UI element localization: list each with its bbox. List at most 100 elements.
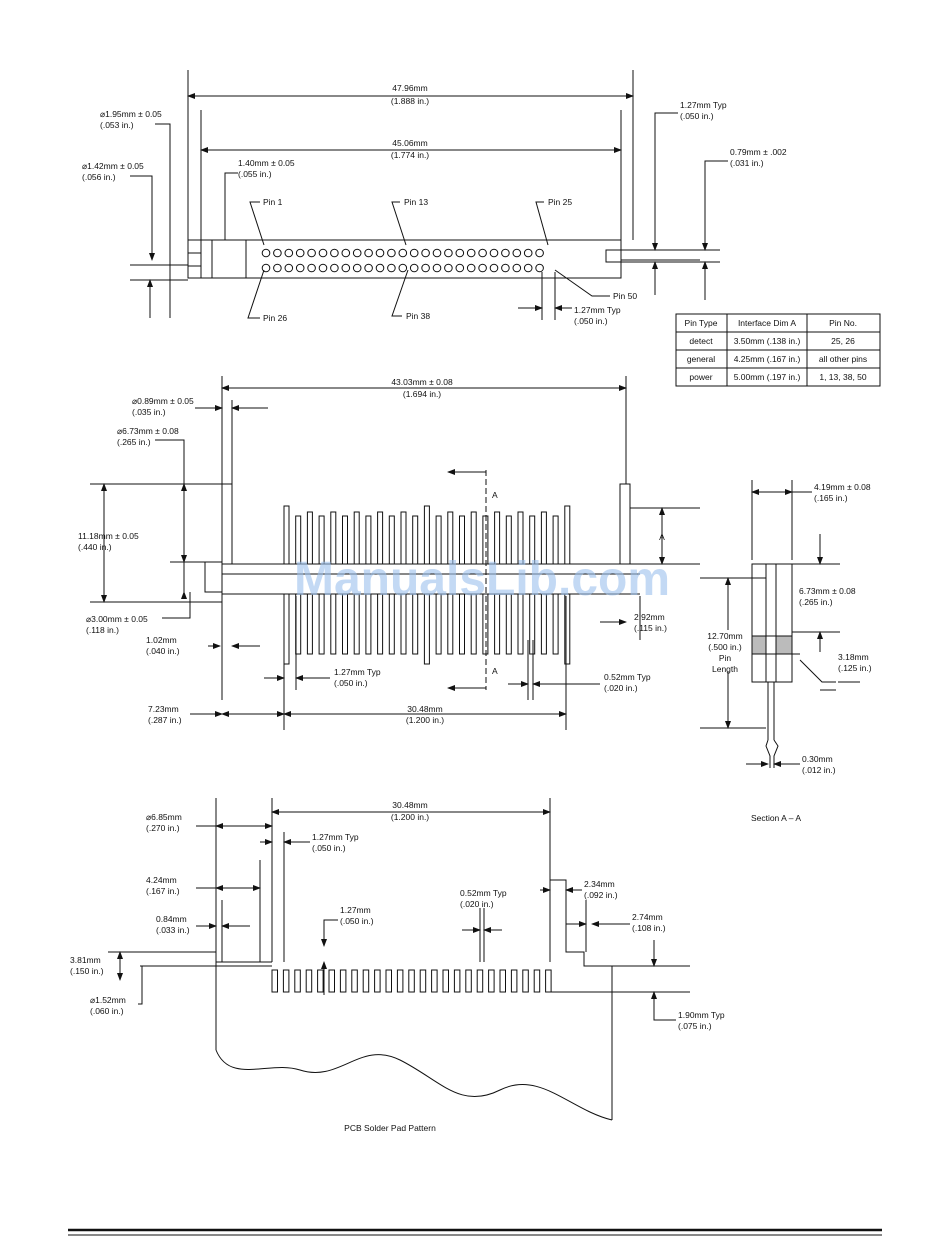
pin-circle — [261, 248, 271, 258]
solder-pad — [533, 969, 541, 993]
pin-circle — [409, 248, 419, 258]
solder-pad — [499, 969, 506, 993]
pins-lower — [283, 593, 571, 665]
dim-width-in: (1.694 in.) — [403, 389, 441, 399]
lower-pin — [540, 593, 547, 655]
table-header-pin-type: Pin Type — [685, 318, 718, 328]
pin-circle — [330, 263, 339, 273]
lower-pin — [564, 593, 571, 665]
lower-pin — [494, 593, 501, 655]
label-a-dim: A — [659, 532, 665, 542]
pin-circle — [489, 263, 499, 273]
dim-052-mid-in: (.020 in.) — [604, 683, 638, 693]
section-view: 4.19mm ± 0.08 (.165 in.) 6.73mm ± 0.08 (… — [700, 480, 872, 823]
pins-upper — [283, 505, 571, 565]
upper-pin — [295, 515, 302, 565]
solder-pad — [442, 969, 449, 993]
pcb-dim-typ-in: (.050 in.) — [312, 843, 346, 853]
pin-circle — [501, 263, 510, 273]
dim-079: 0.79mm ± .002 — [730, 147, 787, 157]
pin-circle — [432, 248, 442, 258]
lower-pin — [552, 593, 559, 655]
upper-pin — [482, 515, 489, 565]
table-cell: 1, 13, 38, 50 — [819, 372, 867, 382]
dim-292-in: (.115 in.) — [634, 623, 667, 633]
top-view: 47.96mm (1.888 in.) 45.06mm (1.774 in.) … — [82, 70, 787, 326]
lower-pin — [283, 593, 290, 665]
pcb-caption: PCB Solder Pad Pattern — [344, 1123, 436, 1133]
dim-079-in: (.031 in.) — [730, 158, 764, 168]
solder-pad — [510, 969, 518, 993]
section-a-bottom: A — [492, 666, 498, 676]
lower-pin — [400, 593, 407, 655]
pin-circle — [444, 263, 453, 273]
dim-673-sec: 6.73mm ± 0.08 — [799, 586, 856, 596]
section-a-top: A — [492, 490, 498, 500]
solder-pad — [431, 969, 438, 993]
upper-pin — [377, 511, 384, 565]
table-header-interface: Interface Dim A — [738, 318, 796, 328]
section-caption: Section A – A — [751, 813, 801, 823]
pcb-dim-234: 2.34mm — [584, 879, 615, 889]
pcb-dim-052-in: (.020 in.) — [460, 899, 494, 909]
pin-row-bottom — [261, 263, 544, 273]
pin-circle — [375, 248, 385, 258]
pin-circle — [455, 263, 465, 273]
dim-b-in: (.265 in.) — [117, 437, 151, 447]
dim-e-in: (.040 in.) — [146, 646, 180, 656]
upper-pin — [365, 515, 372, 565]
pin1-label: Pin 1 — [263, 197, 283, 207]
dim-c: 11.18mm ± 0.05 — [78, 531, 139, 541]
pcb-dim-274-in: (.108 in.) — [632, 923, 666, 933]
pin-length-1: Pin — [719, 653, 732, 663]
dim-f: 7.23mm — [148, 704, 179, 714]
pin-circle — [478, 263, 487, 273]
table-header-pin-no: Pin No. — [829, 318, 857, 328]
pin-circle — [284, 248, 294, 258]
pin-circle — [341, 263, 351, 273]
dim-1270-in: (.500 in.) — [708, 642, 742, 652]
lower-pin — [435, 593, 442, 655]
upper-pin — [529, 515, 536, 565]
lower-pin — [447, 593, 454, 655]
solder-pad — [339, 969, 347, 993]
upper-pin — [540, 511, 547, 565]
pin-circle — [523, 263, 533, 273]
pcb-dim-152: ⌀1.52mm — [90, 995, 126, 1005]
upper-pin — [552, 515, 559, 565]
pcb-dim-052: 0.52mm Typ — [460, 888, 507, 898]
pcb-dim-152-in: (.060 in.) — [90, 1006, 124, 1016]
pin-circle — [466, 248, 476, 258]
pcb-dim-685: ⌀6.85mm — [146, 812, 182, 822]
pcb-dim-274: 2.74mm — [632, 912, 663, 922]
dim-overall: 47.96mm — [392, 83, 427, 93]
upper-pin — [306, 511, 313, 565]
solder-pad — [362, 969, 370, 993]
pin-type-table: Pin Type Interface Dim A Pin No. detect … — [675, 313, 881, 387]
dim-d3-in: (.055 in.) — [238, 169, 272, 179]
pcb-dim-381: 3.81mm — [70, 955, 101, 965]
lower-pin — [388, 593, 395, 655]
upper-pin — [423, 505, 430, 565]
pcb-dim-084-in: (.033 in.) — [156, 925, 190, 935]
pcb-dim-424: 4.24mm — [146, 875, 177, 885]
pin-circle — [330, 248, 339, 258]
solder-pad — [282, 969, 290, 993]
solder-pad — [488, 969, 495, 993]
lower-pin — [505, 593, 512, 655]
upper-pin — [494, 511, 501, 565]
upper-pin — [412, 515, 419, 565]
pin-length-2: Length — [712, 664, 738, 674]
solder-pad — [545, 969, 552, 993]
dim-1270: 12.70mm — [707, 631, 742, 641]
solder-pad — [396, 969, 404, 993]
dim-d: ⌀3.00mm ± 0.05 — [86, 614, 148, 624]
solder-pad — [317, 969, 324, 993]
pin-circle — [466, 263, 476, 273]
table-cell: 3.50mm (.138 in.) — [734, 336, 801, 346]
pin-circle — [501, 248, 510, 258]
pin-circle — [535, 248, 544, 258]
lower-pin — [377, 593, 384, 655]
solder-pad — [522, 969, 529, 993]
solder-pad — [328, 969, 335, 993]
